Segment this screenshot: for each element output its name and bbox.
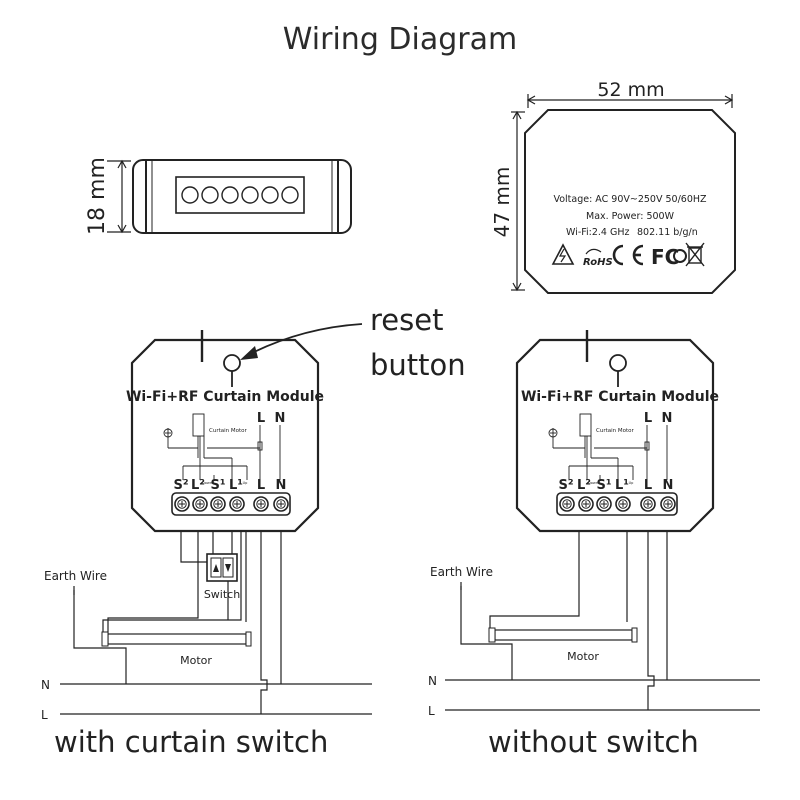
left-top-L: L xyxy=(257,411,265,426)
right-top-L: L xyxy=(644,411,652,426)
right-motor-label: Motor xyxy=(567,650,599,663)
right-term-l1-sub: Up xyxy=(629,481,635,485)
right-reset-button xyxy=(609,354,627,387)
height-dimension xyxy=(511,110,525,292)
left-motor xyxy=(101,631,252,647)
svg-text:RoHS: RoHS xyxy=(583,257,613,268)
label-power: Max. Power: 500W xyxy=(586,211,675,222)
depth-label: 18 mm xyxy=(85,157,110,235)
right-term-s1: S¹ xyxy=(596,478,611,493)
reset-label-line1: reset xyxy=(370,303,444,337)
left-module-body xyxy=(130,338,320,533)
height-label: 47 mm xyxy=(490,167,514,238)
left-term-s2: S² xyxy=(173,478,188,493)
left-term-l2-sub: Down xyxy=(202,481,212,485)
right-caption: without switch xyxy=(488,725,699,759)
left-earth-label: Earth Wire xyxy=(44,569,107,583)
width-label: 52 mm xyxy=(597,79,664,101)
right-l-label: L xyxy=(428,704,435,718)
right-term-l2-sub: Down xyxy=(588,481,598,485)
left-reset-button xyxy=(223,354,241,387)
label-wifi: Wi-Fi:2.4 GHz xyxy=(566,227,630,238)
right-motor xyxy=(488,627,638,643)
left-term-l1-sub: Up xyxy=(243,481,249,485)
left-term-n: N xyxy=(276,478,287,493)
right-term-l1: L¹ xyxy=(615,478,629,493)
left-terminal-block xyxy=(171,492,291,516)
right-internal-schematic xyxy=(552,413,668,480)
label-standard: 802.11 b/g/n xyxy=(637,227,698,238)
left-internal-schematic xyxy=(167,413,281,480)
right-module-body xyxy=(515,338,715,533)
left-term-l1: L¹ xyxy=(229,478,243,493)
fcc-mark-icon: FC xyxy=(651,245,687,269)
left-term-l: L xyxy=(257,478,265,493)
right-term-n: N xyxy=(663,478,674,493)
switch-arrow-icon xyxy=(213,564,231,572)
earth-ground-icon xyxy=(548,428,558,438)
curtain-switch xyxy=(206,553,238,582)
left-module-name: Wi-Fi+RF Curtain Module xyxy=(126,389,324,405)
right-n-label: N xyxy=(428,674,437,688)
width-dimension xyxy=(526,94,734,108)
left-external-wires xyxy=(73,531,282,714)
side-view-module xyxy=(132,159,352,234)
left-caption: with curtain switch xyxy=(54,725,329,759)
right-term-l: L xyxy=(644,478,652,493)
label-voltage: Voltage: AC 90V~250V 50/60HZ xyxy=(553,194,707,205)
high-voltage-warning-icon xyxy=(551,243,575,265)
page-title: Wiring Diagram xyxy=(282,22,518,57)
left-n-label: N xyxy=(41,678,50,692)
depth-dimension xyxy=(107,159,131,234)
right-curtain-motor-label: Curtain Motor xyxy=(596,428,635,434)
left-motor-label: Motor xyxy=(180,654,212,667)
right-top-N: N xyxy=(662,411,673,426)
left-curtain-motor-label: Curtain Motor xyxy=(209,428,248,434)
left-term-l2: L² xyxy=(191,478,205,493)
left-wiring-diagram: Wi-Fi+RF Curtain Module L N xyxy=(41,330,372,722)
left-switch-label: Switch xyxy=(204,588,240,601)
earth-ground-icon xyxy=(163,428,173,438)
left-term-s1: S¹ xyxy=(210,478,225,493)
reset-label-line2: button xyxy=(370,348,466,382)
right-terminal-block xyxy=(556,492,678,516)
right-wiring-diagram: Wi-Fi+RF Curtain Module L N xyxy=(428,330,760,718)
weee-bin-icon xyxy=(685,242,705,267)
right-term-s2: S² xyxy=(558,478,573,493)
right-module-name: Wi-Fi+RF Curtain Module xyxy=(521,389,719,405)
left-top-N: N xyxy=(275,411,286,426)
right-external-wires xyxy=(460,531,668,710)
ce-mark-icon xyxy=(612,244,644,266)
left-l-label: L xyxy=(41,708,48,722)
right-term-l2: L² xyxy=(577,478,591,493)
rohs-mark-icon: RoHS xyxy=(583,248,613,268)
right-earth-label: Earth Wire xyxy=(430,565,493,579)
reset-pointer-arrow xyxy=(240,323,363,360)
front-view-module xyxy=(524,109,736,294)
